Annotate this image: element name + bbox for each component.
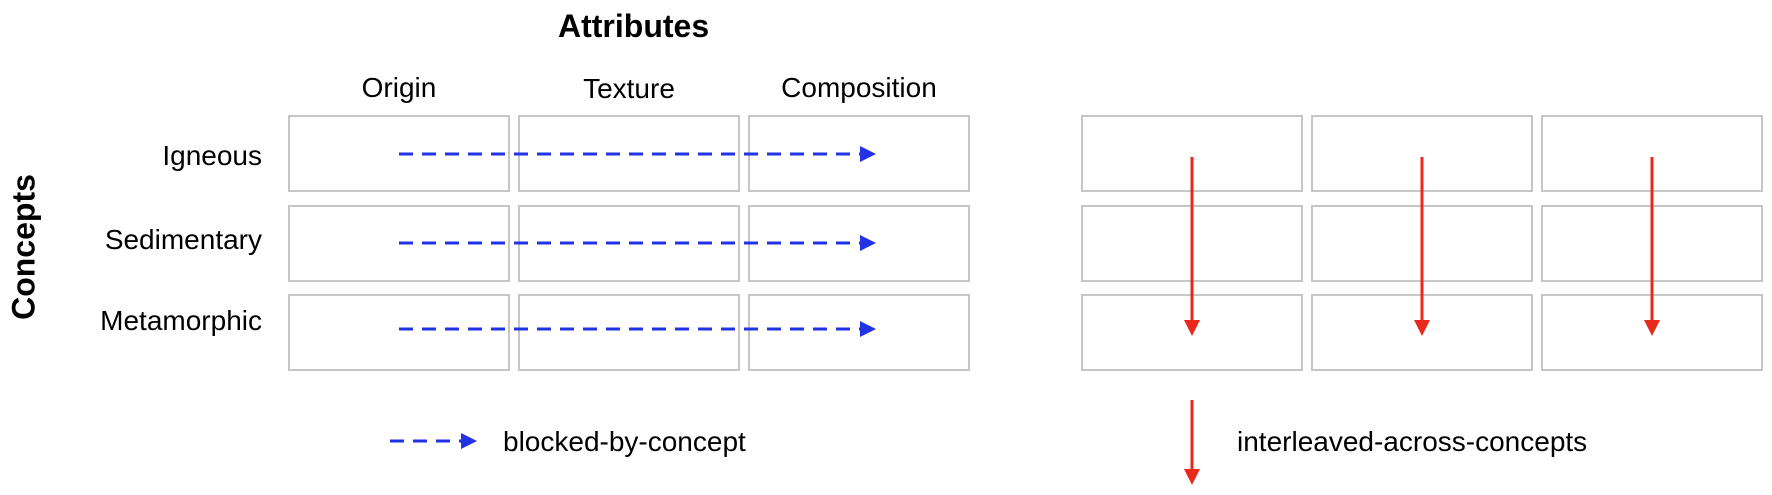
legend-symbols	[390, 400, 1200, 485]
blocked-arrowhead-igneous	[860, 146, 876, 162]
interleaved-arrowhead-col-2	[1414, 320, 1430, 336]
attribute-header-composition: Composition	[781, 72, 937, 103]
interleaved-arrowhead-col-3	[1644, 320, 1660, 336]
legend-interleaved-arrowhead	[1184, 469, 1200, 485]
blocked-cell-metamorphic-origin	[288, 294, 510, 371]
concept-label-igneous: Igneous	[162, 140, 262, 171]
blocked-arrowhead-sedimentary	[860, 235, 876, 251]
legend-blocked-arrowhead	[461, 433, 477, 449]
attribute-header-origin: Origin	[361, 72, 437, 103]
interleaved-arrowhead-col-1	[1184, 320, 1200, 336]
interleaved-arrows	[1184, 157, 1660, 336]
concept-label-metamorphic: Metamorphic	[100, 305, 262, 336]
blocked-cell-metamorphic-texture	[518, 294, 740, 371]
legend-interleaved-label: interleaved-across-concepts	[1237, 426, 1588, 457]
concept-label-sedimentary: Sedimentary	[104, 224, 262, 255]
attributes-title: Attributes	[558, 8, 710, 44]
blocked-arrowhead-metamorphic	[860, 321, 876, 337]
legend-blocked-label: blocked-by-concept	[503, 426, 746, 457]
blocked-cell-metamorphic-composition	[748, 294, 970, 371]
blocked-arrows	[399, 146, 876, 337]
attribute-header-texture: Texture	[583, 73, 675, 104]
